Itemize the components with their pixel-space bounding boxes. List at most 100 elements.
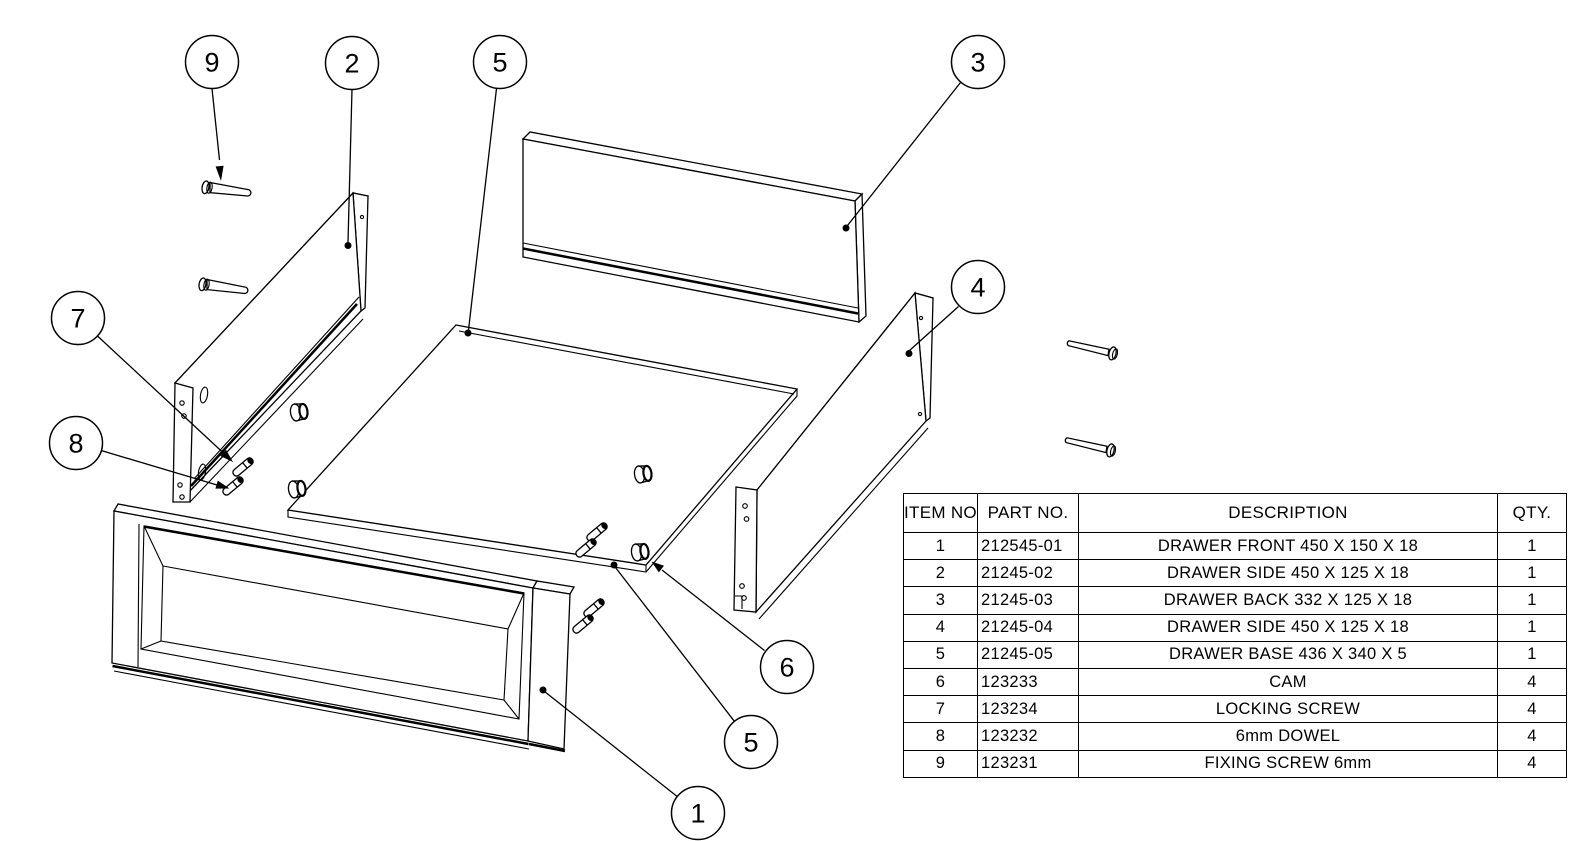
leader-dot-3 [842,224,850,232]
table-row: 1 212545-01 DRAWER FRONT 450 X 150 X 18 … [903,531,1567,561]
table-row: 3 21245-03 DRAWER BACK 332 X 125 X 18 1 [903,586,1567,615]
balloon-3: 3 [950,34,1006,90]
description-cell: DRAWER BASE 436 X 340 X 5 [1078,640,1498,669]
balloon-5-bottom-label: 5 [743,728,758,758]
description-cell: 6mm DOWEL [1078,722,1498,751]
drawer-front-panel [111,503,576,753]
description-cell: FIXING SCREW 6mm [1078,749,1498,778]
qty-cell: 1 [1497,586,1567,615]
header-description: DESCRIPTION [1078,493,1498,533]
leader-arrow-8 [215,480,230,489]
fixing-screw [1066,340,1119,361]
qty-cell: 1 [1497,613,1567,642]
balloon-2-label: 2 [344,49,359,79]
leader-arrow-7 [220,449,233,462]
dowel [572,614,594,634]
qty-cell: 4 [1497,749,1567,778]
drawer-back-panel [521,131,867,324]
header-item-no: ITEM NO. [903,493,978,533]
part-no-cell: 21245-03 [977,586,1079,615]
balloon-6-label: 6 [779,653,794,683]
qty-cell: 1 [1497,559,1567,588]
header-part-no: PART NO. [977,493,1079,533]
dowel [575,538,597,558]
balloon-5-bottom: 5 [723,714,779,770]
balloon-6: 6 [759,639,815,695]
table-row: 9 123231 FIXING SCREW 6mm 4 [903,749,1567,778]
part-no-cell: 21245-04 [977,613,1079,642]
table-row: 8 123232 6mm DOWEL 4 [903,722,1567,751]
qty-cell: 1 [1497,640,1567,669]
leader-dot-2 [344,242,352,249]
part-no-cell: 123234 [977,695,1079,724]
part-no-cell: 21245-02 [977,559,1079,588]
cam-fitting [289,402,309,422]
balloon-8-label: 8 [68,429,83,459]
back-panel-groove [522,247,859,315]
item-no-cell: 5 [903,640,978,669]
balloon-1-label: 1 [690,799,705,829]
cam-fitting [287,479,307,499]
qty-cell: 4 [1497,695,1567,724]
balloon-2: 2 [324,35,380,91]
drawer-base-panel [286,324,799,573]
locking-screw [586,522,608,542]
item-no-cell: 1 [903,531,978,561]
description-cell: LOCKING SCREW [1078,695,1498,724]
leader-dot-5-top [464,329,472,337]
part-no-cell: 212545-01 [977,531,1079,561]
balloon-9-label: 9 [204,48,219,78]
balloon-9: 9 [184,34,240,90]
parts-table: ITEM NO. PART NO. DESCRIPTION QTY. 1 212… [903,493,1567,778]
description-cell: CAM [1078,667,1498,697]
balloon-5-top-label: 5 [492,48,507,78]
drawer-side-left-panel [172,191,370,503]
table-row: 6 123233 CAM 4 [903,667,1567,697]
balloon-3-label: 3 [970,48,985,78]
balloon-1: 1 [670,785,726,841]
locking-screw [232,457,254,477]
item-no-cell: 4 [903,613,978,642]
item-no-cell: 6 [903,667,978,697]
item-no-cell: 3 [903,586,978,615]
leader-dot-1 [539,686,547,694]
balloon-4: 4 [950,259,1006,315]
item-no-cell: 2 [903,559,978,588]
drawer-side-right-panel [733,291,935,620]
cam-fitting [633,464,653,484]
part-no-cell: 123231 [977,749,1079,778]
qty-cell: 4 [1497,722,1567,751]
dowel [222,476,244,496]
balloon-5-top: 5 [472,34,528,90]
qty-cell: 1 [1497,531,1567,561]
table-row: 2 21245-02 DRAWER SIDE 450 X 125 X 18 1 [903,559,1567,588]
leader-arrow-6 [651,561,664,573]
description-cell: DRAWER FRONT 450 X 150 X 18 [1078,531,1498,561]
balloon-7: 7 [50,290,106,346]
cam-fitting [630,542,650,562]
table-row: 5 21245-05 DRAWER BASE 436 X 340 X 5 1 [903,640,1567,669]
fixing-screw [201,180,252,197]
item-no-cell: 7 [903,695,978,724]
side-panel-groove [190,303,358,487]
cam-slot-hole [199,386,209,404]
balloon-8: 8 [48,415,104,471]
fixing-screw [1064,437,1117,458]
item-no-cell: 9 [903,749,978,778]
item-no-cell: 8 [903,722,978,751]
locking-screw [583,598,605,618]
balloon-4-label: 4 [970,273,985,303]
fixing-screw [198,277,249,295]
leader-dot-5-bottom [610,561,618,569]
part-no-cell: 123232 [977,722,1079,751]
part-no-cell: 21245-05 [977,640,1079,669]
leader-lines [97,82,962,798]
qty-cell: 4 [1497,667,1567,697]
leader-arrow-9 [215,165,224,181]
balloon-7-label: 7 [70,304,85,334]
table-row: 4 21245-04 DRAWER SIDE 450 X 125 X 18 1 [903,613,1567,642]
description-cell: DRAWER SIDE 450 X 125 X 18 [1078,613,1498,642]
part-no-cell: 123233 [977,667,1079,697]
